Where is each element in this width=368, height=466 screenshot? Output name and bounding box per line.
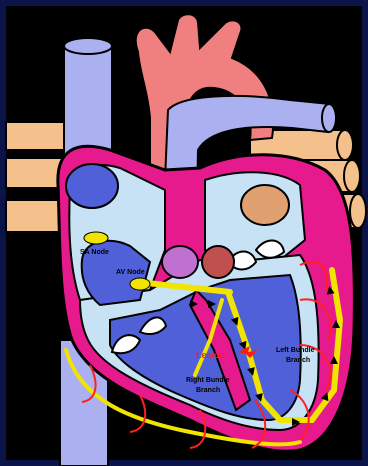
pulmonary-trunk-end (322, 104, 336, 132)
left-bundle-label-line2: Branch (286, 357, 310, 364)
svc-entrance (66, 164, 118, 208)
lesion-label: Lesion (196, 350, 225, 360)
sa-node-label: SA Node (80, 249, 109, 256)
av-node-label: AV Node (116, 269, 145, 276)
right-vessel-end-middle (344, 160, 360, 192)
sa-node (84, 232, 108, 244)
svc-opening (64, 38, 112, 54)
left-bundle-label-line1: Left Bundle (276, 347, 315, 354)
aortic-valve (202, 246, 234, 278)
pulmonary-valve (162, 246, 198, 278)
pulmonary-vein-opening (241, 185, 289, 225)
right-vessel-end-upper (337, 130, 353, 160)
right-bundle-label-line2: Branch (196, 387, 220, 394)
av-node (130, 278, 150, 290)
right-vessel-end-lower (350, 194, 366, 228)
right-bundle-label-line1: Right Bundle (186, 377, 230, 384)
